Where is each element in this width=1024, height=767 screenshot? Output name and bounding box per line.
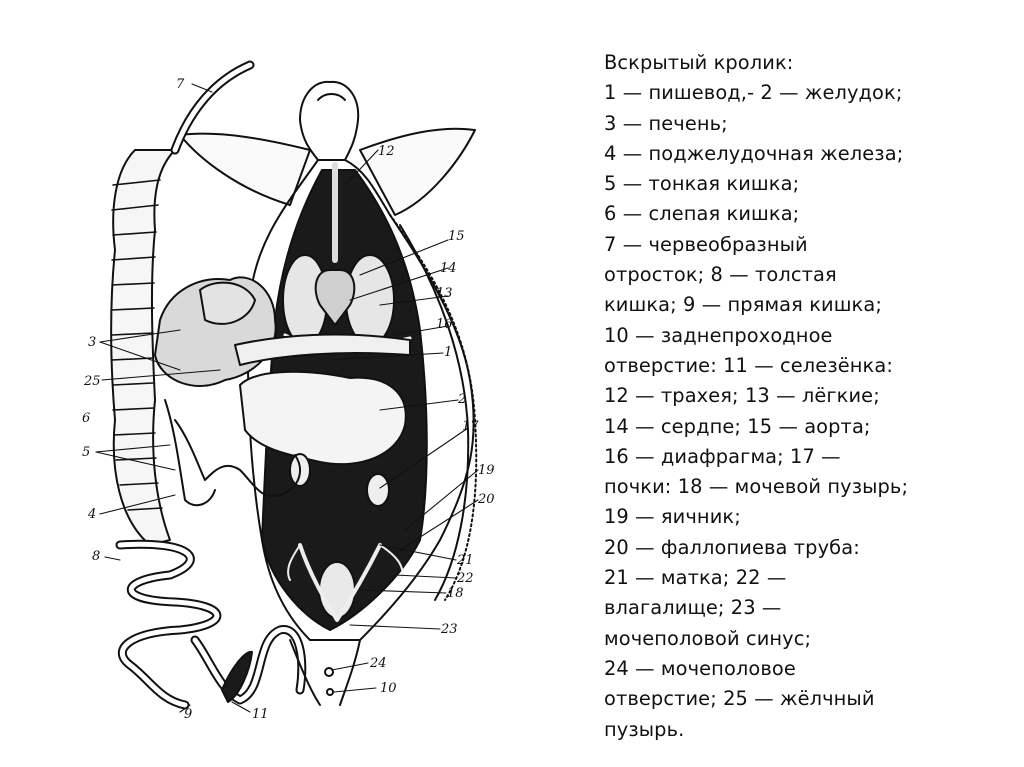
uterus bbox=[298, 543, 382, 622]
stomach bbox=[239, 370, 407, 466]
small-intestine-2 bbox=[164, 399, 216, 507]
right-forelimb-flap bbox=[359, 127, 476, 216]
caption-line: 5 — тонкая кишка; bbox=[604, 172, 800, 196]
figure-label-16: 16 bbox=[436, 317, 453, 332]
figure-label-13: 13 bbox=[436, 286, 453, 301]
right-flank-line bbox=[399, 224, 470, 601]
rabbit-dissection-illustration: 7 12 15 14 13 16 1 2 3 25 6 5 17 19 20 4… bbox=[82, 60, 495, 722]
figure-label-7: 7 bbox=[176, 77, 185, 92]
caption-title: Вскрытый кролик: bbox=[604, 51, 794, 74]
caption-line: пузырь. bbox=[604, 717, 685, 741]
head-outline bbox=[299, 80, 360, 161]
caption-line: отверстие: 11 — селезёнка: bbox=[604, 353, 893, 377]
figure-label-10: 10 bbox=[380, 681, 397, 696]
caption-line: 24 — мочеполовое bbox=[604, 656, 796, 680]
rectum-inner bbox=[192, 627, 305, 703]
bladder bbox=[318, 561, 356, 619]
cecum-segments bbox=[111, 179, 163, 511]
figure-label-5: 5 bbox=[82, 445, 90, 460]
figure-label-3: 3 bbox=[88, 335, 96, 350]
leader-lines bbox=[95, 83, 479, 713]
figure-label-15: 15 bbox=[448, 229, 465, 244]
caption-line: 12 — трахея; 13 — лёгкие; bbox=[604, 384, 880, 408]
figure-label-9: 9 bbox=[184, 707, 192, 722]
figure-label-4: 4 bbox=[87, 507, 96, 522]
caption-line: отросток; 8 — толстая bbox=[604, 263, 837, 287]
small-intestine bbox=[174, 419, 301, 497]
left-forelimb-flap bbox=[179, 132, 311, 206]
caption-line: 21 — матка; 22 — bbox=[604, 566, 787, 590]
caption-line: 10 — заднепроходное bbox=[604, 323, 833, 347]
right-flank-fur bbox=[389, 214, 478, 601]
figure-caption: Вскрытый кролик: 1 — пишевод,- 2 — желуд… bbox=[604, 48, 1004, 745]
caption-line: влагалище; 23 — bbox=[604, 596, 782, 620]
figure-label-17: 17 bbox=[462, 419, 479, 434]
figure-label-11: 11 bbox=[252, 707, 269, 722]
figure-label-14: 14 bbox=[440, 261, 457, 276]
hind-region bbox=[289, 639, 361, 706]
appendix-inner bbox=[172, 62, 253, 153]
figure-label-18: 18 bbox=[447, 586, 464, 601]
caption-line: почки: 18 — мочевой пузырь; bbox=[604, 475, 909, 499]
figure-label-22: 22 bbox=[456, 571, 474, 586]
caption-line: 14 — сердпе; 15 — аорта; bbox=[604, 414, 871, 438]
caption-line: 7 — червеобразный bbox=[604, 232, 808, 256]
colon-inner bbox=[117, 541, 220, 708]
figure-label-1: 1 bbox=[444, 345, 452, 360]
caption-line: мочеполовой синус; bbox=[604, 626, 812, 650]
caption-line: кишка; 9 — прямая кишка; bbox=[604, 293, 882, 317]
kidney-right bbox=[366, 473, 390, 507]
caption-line: 1 — пишевод,- 2 — желудок; bbox=[604, 81, 903, 105]
figure-label-8: 8 bbox=[92, 549, 100, 564]
figure-label-6: 6 bbox=[82, 411, 90, 426]
urogenital-opening bbox=[324, 667, 334, 677]
caption-line: 20 — фаллопиева труба: bbox=[604, 535, 860, 559]
figure-label-25: 25 bbox=[83, 374, 101, 389]
figure-label-20: 20 bbox=[477, 492, 495, 507]
figure-label-19: 19 bbox=[478, 463, 495, 478]
heart bbox=[314, 269, 356, 326]
snout-line bbox=[317, 93, 346, 101]
caption-line: 4 — поджелудочная железа; bbox=[604, 141, 904, 165]
caption-line: 3 — печень; bbox=[604, 111, 728, 135]
caption-line: 6 — слепая кишка; bbox=[604, 202, 800, 226]
figure-label-12: 12 bbox=[378, 144, 395, 159]
liver-lobe bbox=[199, 281, 256, 325]
figure-label-21: 21 bbox=[456, 553, 474, 568]
caption-line: 16 — диафрагма; 17 — bbox=[604, 444, 841, 468]
figure-label-2: 2 bbox=[457, 392, 466, 407]
spleen bbox=[221, 650, 253, 703]
caption-line: 19 — яичник; bbox=[604, 505, 741, 529]
anus bbox=[326, 688, 334, 696]
figure-label-23: 23 bbox=[440, 622, 458, 637]
figure-label-24: 24 bbox=[369, 656, 387, 671]
caption-line: отверстие; 25 — жёлчный bbox=[604, 687, 875, 711]
